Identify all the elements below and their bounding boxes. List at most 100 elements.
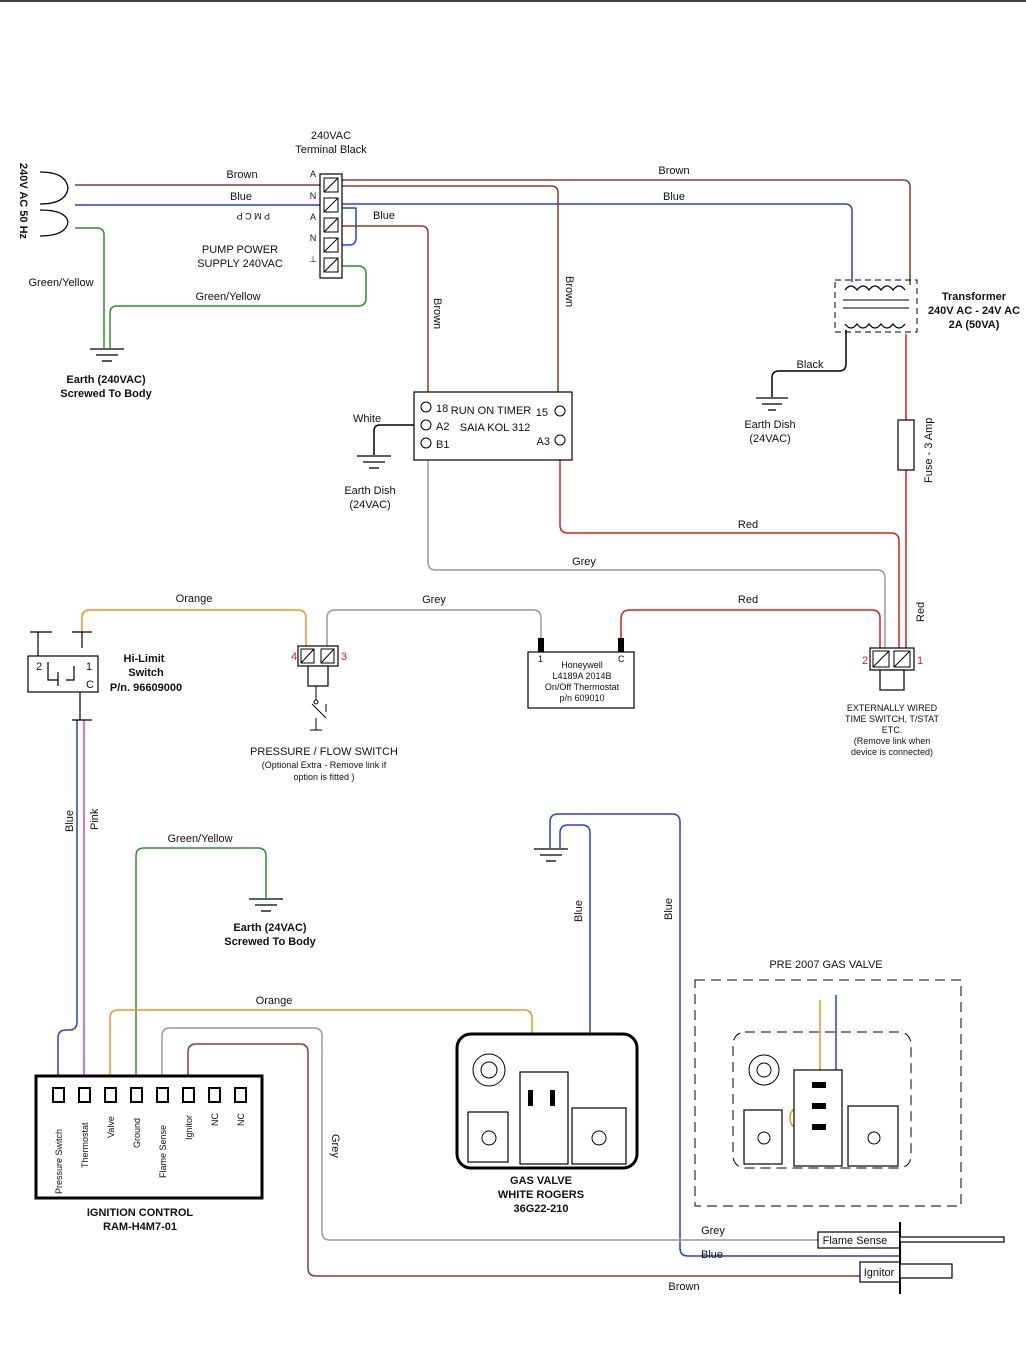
label-grey-vertical: Grey [329,1134,341,1158]
thermostat-line3: On/Off Thermostat [545,682,620,692]
label-blue-supply: Blue [230,191,252,203]
fuse-symbol [897,419,915,471]
wire-ground-earth [135,847,267,1088]
earth-24-line1: Earth (24VAC) [233,922,306,934]
ignition-line1: IGNITION CONTROL [87,1207,194,1219]
wire-pump-earth [109,265,367,348]
thermostat-line2: L4189A 2014B [552,671,611,681]
hilimit-terminal-2: 2 [36,661,42,673]
gas-valve-line3: 36G22-210 [513,1203,568,1215]
ign-terminal-ground: Ground [132,1118,142,1148]
label-brown-4: Brown [668,1281,699,1293]
earth-main-symbol [90,348,124,362]
label-green-supply: Green/Yellow [28,277,93,289]
earth-24-line2: Screwed To Body [224,936,316,948]
hilimit-terminal-1: 1 [86,661,92,673]
wire-thermostat-red [620,609,881,648]
ignition-terminal-pin [130,1087,143,1103]
label-grey-2: Grey [422,594,446,606]
wire-blue-probe [549,813,900,1257]
label-brown-transformer: Brown [658,165,689,177]
label-blue-vertical-3: Blue [663,898,675,920]
label-orange-1: Orange [176,593,213,605]
supply-label: 240V AC 50 Hz [17,163,29,240]
pressure-line2: (Optional Extra - Remove link if [262,760,387,770]
run-on-timer [413,391,573,461]
pre2007-gas-valve [694,979,962,1207]
external-line5: device is connected) [851,747,933,757]
terminal-screw-slot [323,257,339,273]
timer-label1: RUN ON TIMER [451,405,532,417]
transformer-symbol [834,279,918,333]
label-blue-transformer: Blue [663,191,685,203]
external-line4: (Remove link when [854,736,931,746]
wire-supply-earth [75,227,105,348]
probe-flame-sense: Flame Sense [823,1235,888,1247]
label-white: White [353,413,381,425]
ign-terminal-nc-1: NC [210,1113,220,1126]
ign-terminal-thermostat: Thermostat [80,1122,90,1168]
label-orange-2: Orange [256,995,293,1007]
external-terminal-1: 1 [917,655,923,667]
thermostat-line1: Honeywell [561,660,603,670]
pressure-line3: option is fitted ) [293,772,354,782]
wire-brown-timer-15 [342,185,559,398]
wire-pump-blue [342,207,357,246]
label-red-1: Red [738,519,758,531]
label-blue-pump: Blue [373,210,395,222]
probe-ignitor: Ignitor [864,1267,895,1279]
timer-terminal-15: 15 [536,407,548,419]
ignition-terminal-pin [52,1087,65,1103]
label-green-ground: Green/Yellow [167,833,232,845]
plug-symbol [39,171,69,237]
pump-label-1: PUMP POWER [202,244,278,256]
thermostat-line4: p/n 609010 [559,693,604,703]
terminal-block-title: 240VAC [311,130,351,142]
earth-dish-2-symbol [357,455,391,469]
ign-terminal-nc-2: NC [236,1113,246,1126]
label-blue-vertical-2: Blue [573,900,585,922]
earth-dish-2-line1: Earth Dish [344,485,395,497]
earth-dish-1-symbol [756,397,788,411]
label-pink-vertical: Pink [89,808,101,830]
label-grey-3: Grey [701,1225,725,1237]
wire-timer-a3-red [559,448,900,648]
wires [57,179,911,1277]
earth-24-symbol [249,898,283,912]
thermostat-terminal-c: C [618,654,625,664]
pressure-terminal-4: 4 [291,651,297,663]
wire-blue-hilimit [57,720,78,1088]
transformer-line2: 240V AC - 24V AC [928,305,1020,317]
pressure-terminal-3: 3 [341,651,347,663]
wire-transformer-black [771,330,847,397]
external-terminal-2: 2 [862,655,868,667]
hilimit-terminal-c: C [86,679,94,691]
hi-limit-switch [27,631,99,721]
ign-terminal-pressure-switch: Pressure Switch [54,1129,64,1194]
timer-terminal-b1: B1 [436,439,449,451]
hilimit-line1: Hi-Limit [124,653,165,665]
gas-valve-line2: WHITE ROGERS [498,1189,584,1201]
gas-valve-line1: GAS VALVE [510,1175,572,1187]
ign-terminal-valve: Valve [106,1116,116,1138]
ign-terminal-flame-sense: Flame Sense [158,1125,168,1178]
wire-brown-timer-18 [342,225,429,400]
thermostat [527,638,635,709]
ignition-terminal-pin [208,1087,221,1103]
wire-orange-valve [109,1009,533,1098]
earth-dish-1-line2: (24VAC) [749,433,790,445]
ignition-terminal-pin [156,1087,169,1103]
terminal-pin-5: ⊥ [309,254,317,264]
terminal-block-subtitle: Terminal Black [295,144,367,156]
ignition-control [34,1074,264,1200]
external-line3: ETC. [882,725,903,735]
wire-transformer-blue [342,203,853,282]
earth-dish-2-line2: (24VAC) [349,499,390,511]
gas-valve [455,1032,639,1170]
terminal-pin-2: N [310,191,317,201]
wire-white [373,424,424,455]
timer-label2: SAIA KOL 312 [460,422,531,434]
pressure-line1: PRESSURE / FLOW SWITCH [250,746,398,758]
earth-main-line1: Earth (240VAC) [66,374,146,386]
terminal-pin-3: A [310,212,316,222]
